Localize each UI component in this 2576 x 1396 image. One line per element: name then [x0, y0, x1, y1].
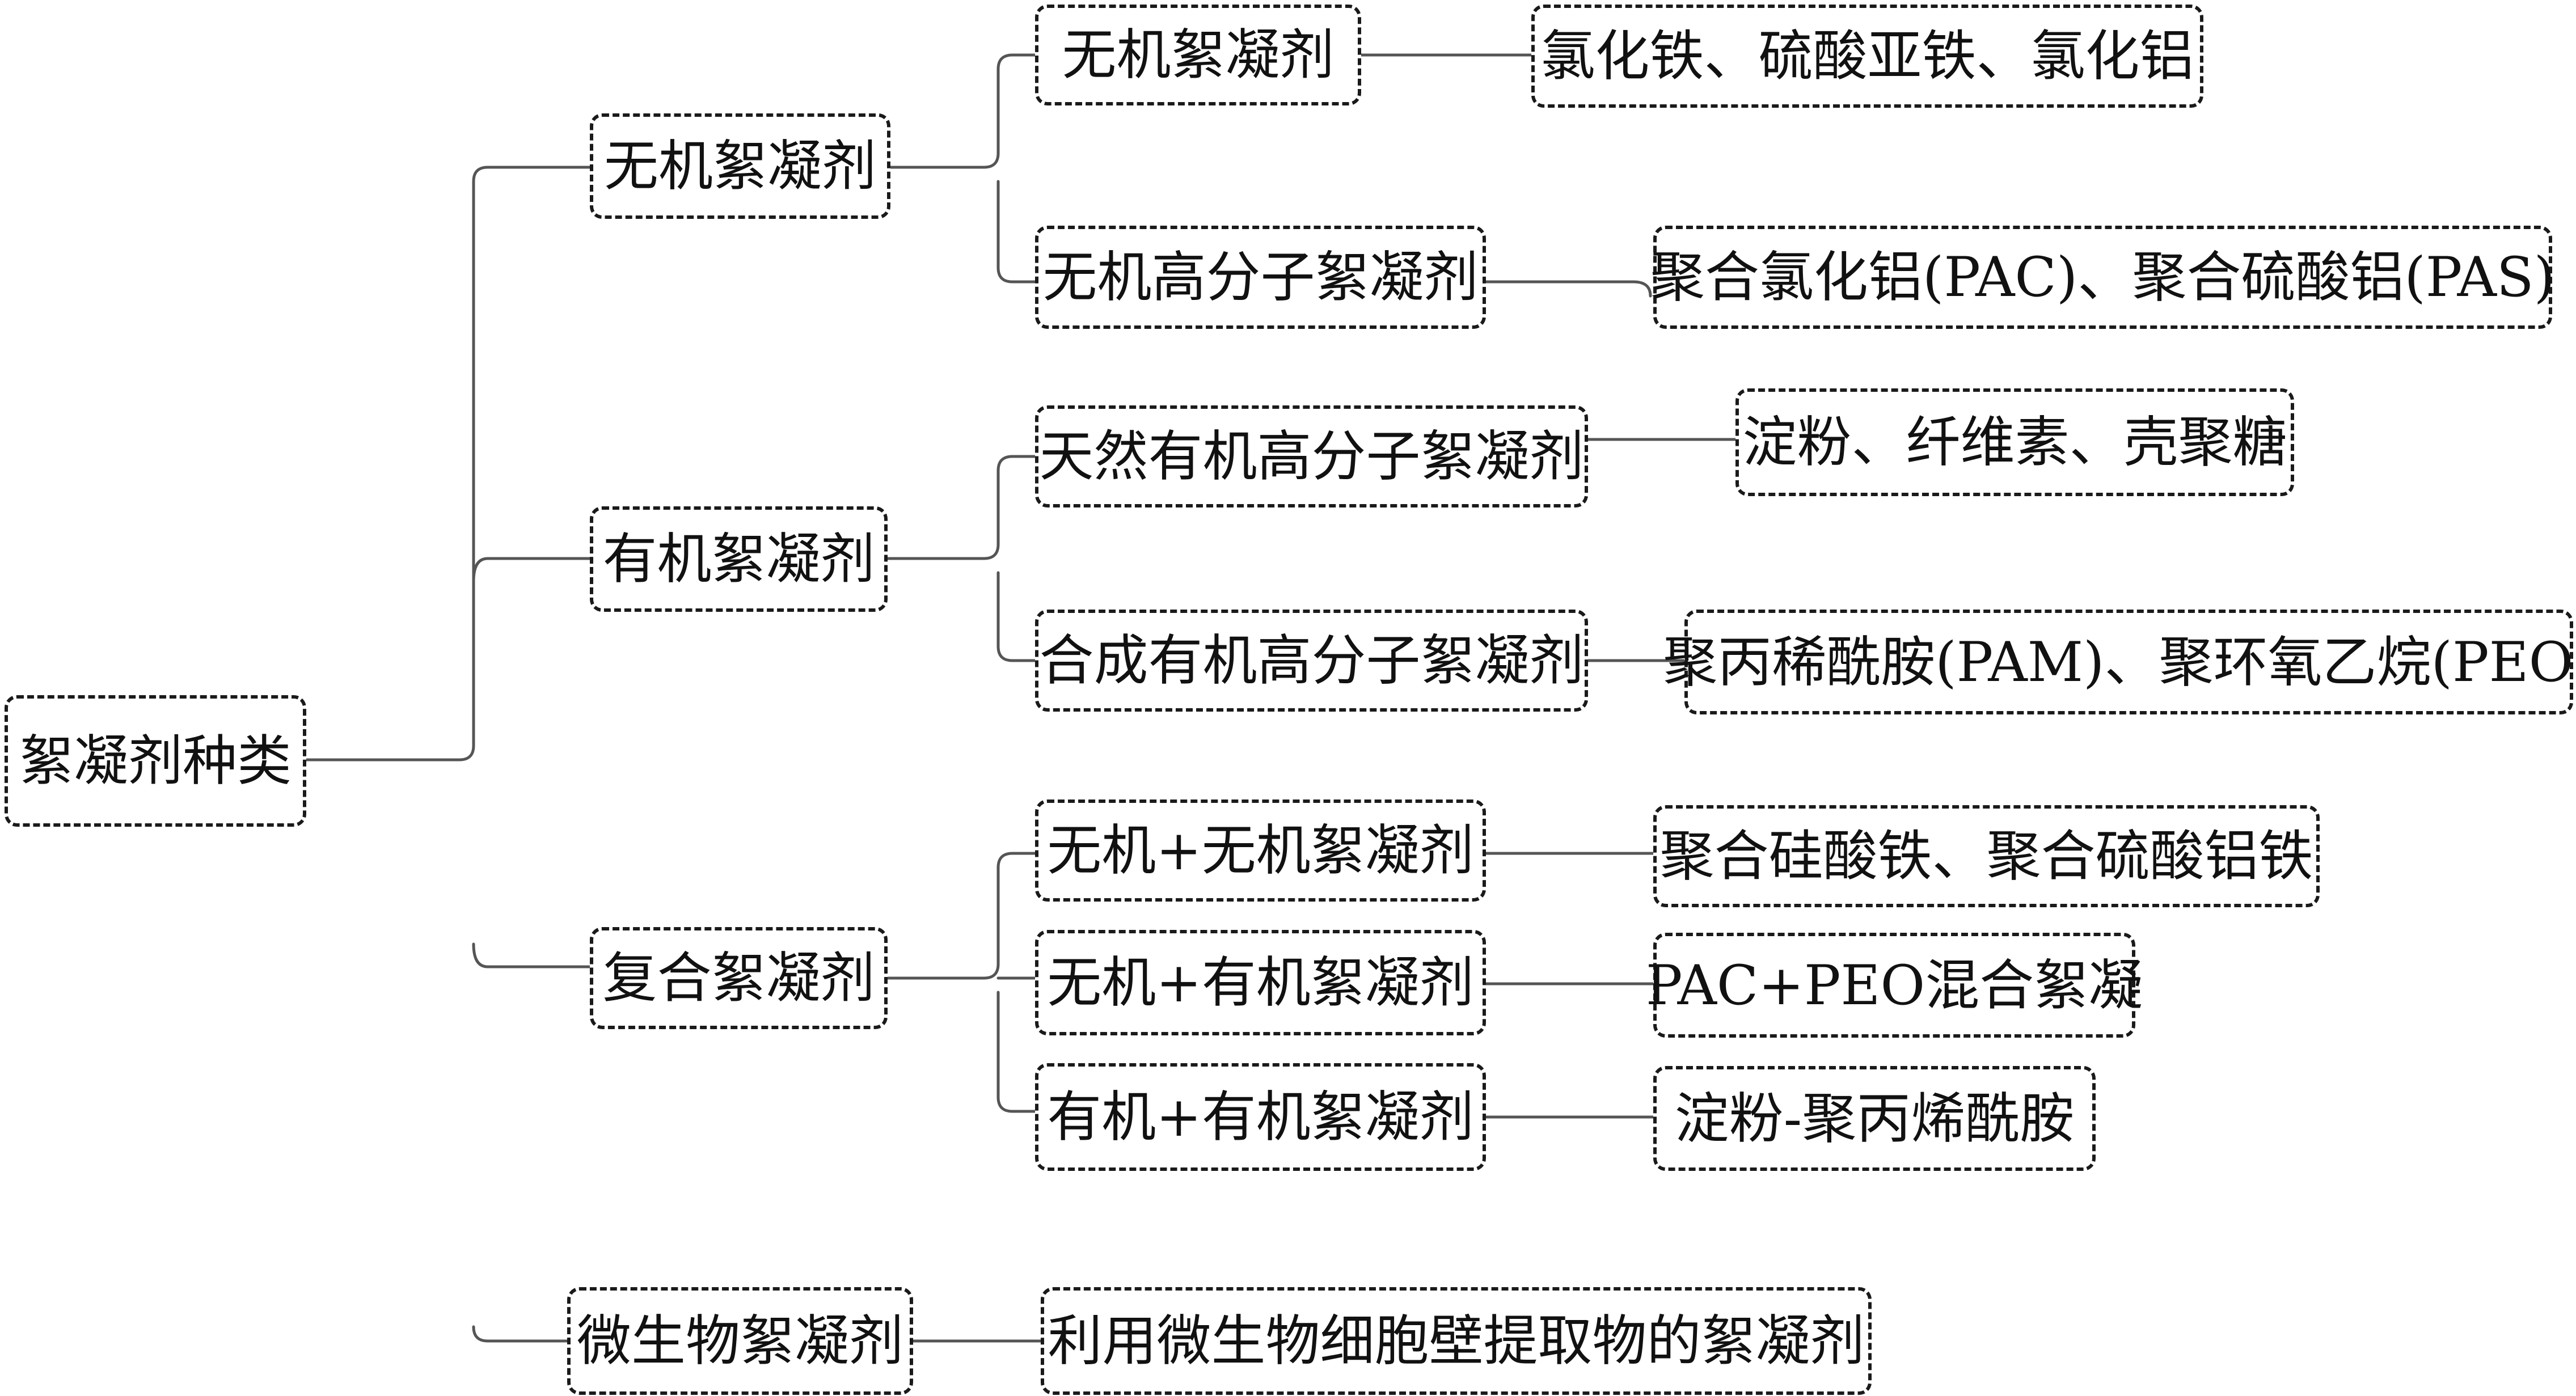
examples-text: PAC+PEO混合絮凝 [1645, 953, 2143, 1017]
subtype-inorganic-inorganic: 无机+无机絮凝剂 [1035, 799, 1486, 902]
examples-text: 淀粉-聚丙烯酰胺 [1674, 1086, 2075, 1150]
category-label: 有机絮凝剂 [602, 527, 875, 591]
subtype-synthetic-organic-polymer: 合成有机高分子絮凝剂 [1035, 610, 1588, 712]
root-node: 絮凝剂种类 [5, 695, 306, 827]
subtype-label: 无机高分子絮凝剂 [1042, 246, 1479, 309]
connector-root-trunk [458, 166, 592, 1343]
examples-microbial: 利用微生物细胞壁提取物的絮凝剂 [1041, 1287, 1872, 1395]
subtype-organic-organic: 有机+有机絮凝剂 [1035, 1063, 1486, 1171]
examples-inorganic-polymer: 聚合氯化铝(PAC)、聚合硫酸铝(PAS) [1650, 226, 2556, 329]
examples-organic-organic: 淀粉-聚丙烯酰胺 [1653, 1066, 2096, 1171]
subtype-inorganic: 无机絮凝剂 [1035, 5, 1361, 105]
subtype-label: 无机+无机絮凝剂 [1047, 819, 1474, 882]
connector-cat-organic [886, 455, 1037, 662]
examples-inorganic: 氯化铁、硫酸亚铁、氯化铝 [1531, 5, 2203, 108]
examples-synthetic-organic-polymer: 聚丙稀酰胺(PAM)、聚环氧乙烷(PEO) [1663, 610, 2576, 714]
category-composite: 复合絮凝剂 [590, 927, 888, 1029]
category-label: 微生物絮凝剂 [577, 1309, 903, 1373]
connector-cat-composite [886, 852, 1037, 1113]
subtype-label: 无机+有机絮凝剂 [1047, 951, 1474, 1014]
examples-text: 淀粉、纤维素、壳聚糖 [1742, 411, 2287, 474]
subtype-label: 天然有机高分子絮凝剂 [1039, 425, 1584, 488]
root-label: 絮凝剂种类 [19, 729, 292, 793]
category-inorganic: 无机絮凝剂 [590, 113, 890, 219]
category-label: 复合絮凝剂 [602, 946, 875, 1010]
examples-text: 利用微生物细胞壁提取物的絮凝剂 [1048, 1309, 1865, 1373]
examples-natural-organic-polymer: 淀粉、纤维素、壳聚糖 [1735, 388, 2294, 496]
category-label: 无机絮凝剂 [604, 134, 876, 198]
connector-sub-2 [1484, 280, 1652, 298]
category-organic: 有机絮凝剂 [590, 506, 888, 612]
examples-inorganic-organic: PAC+PEO混合絮凝 [1646, 933, 2143, 1038]
subtype-inorganic-organic: 无机+有机絮凝剂 [1035, 930, 1486, 1035]
subtype-label: 合成有机高分子絮凝剂 [1039, 629, 1584, 692]
examples-inorganic-inorganic: 聚合硅酸铁、聚合硫酸铝铁 [1653, 805, 2320, 907]
examples-text: 氯化铁、硫酸亚铁、氯化铝 [1540, 24, 2194, 88]
examples-text: 聚合氯化铝(PAC)、聚合硫酸铝(PAS) [1650, 246, 2556, 309]
connector-cat-inorganic [889, 53, 1037, 284]
examples-text: 聚丙稀酰胺(PAM)、聚环氧乙烷(PEO) [1663, 630, 2576, 694]
subtype-natural-organic-polymer: 天然有机高分子絮凝剂 [1035, 405, 1588, 507]
subtype-label: 无机絮凝剂 [1062, 23, 1335, 87]
examples-text: 聚合硅酸铁、聚合硫酸铝铁 [1659, 824, 2313, 888]
subtype-label: 有机+有机絮凝剂 [1047, 1085, 1474, 1149]
subtype-inorganic-polymer: 无机高分子絮凝剂 [1035, 226, 1486, 329]
category-microbial: 微生物絮凝剂 [567, 1287, 913, 1395]
